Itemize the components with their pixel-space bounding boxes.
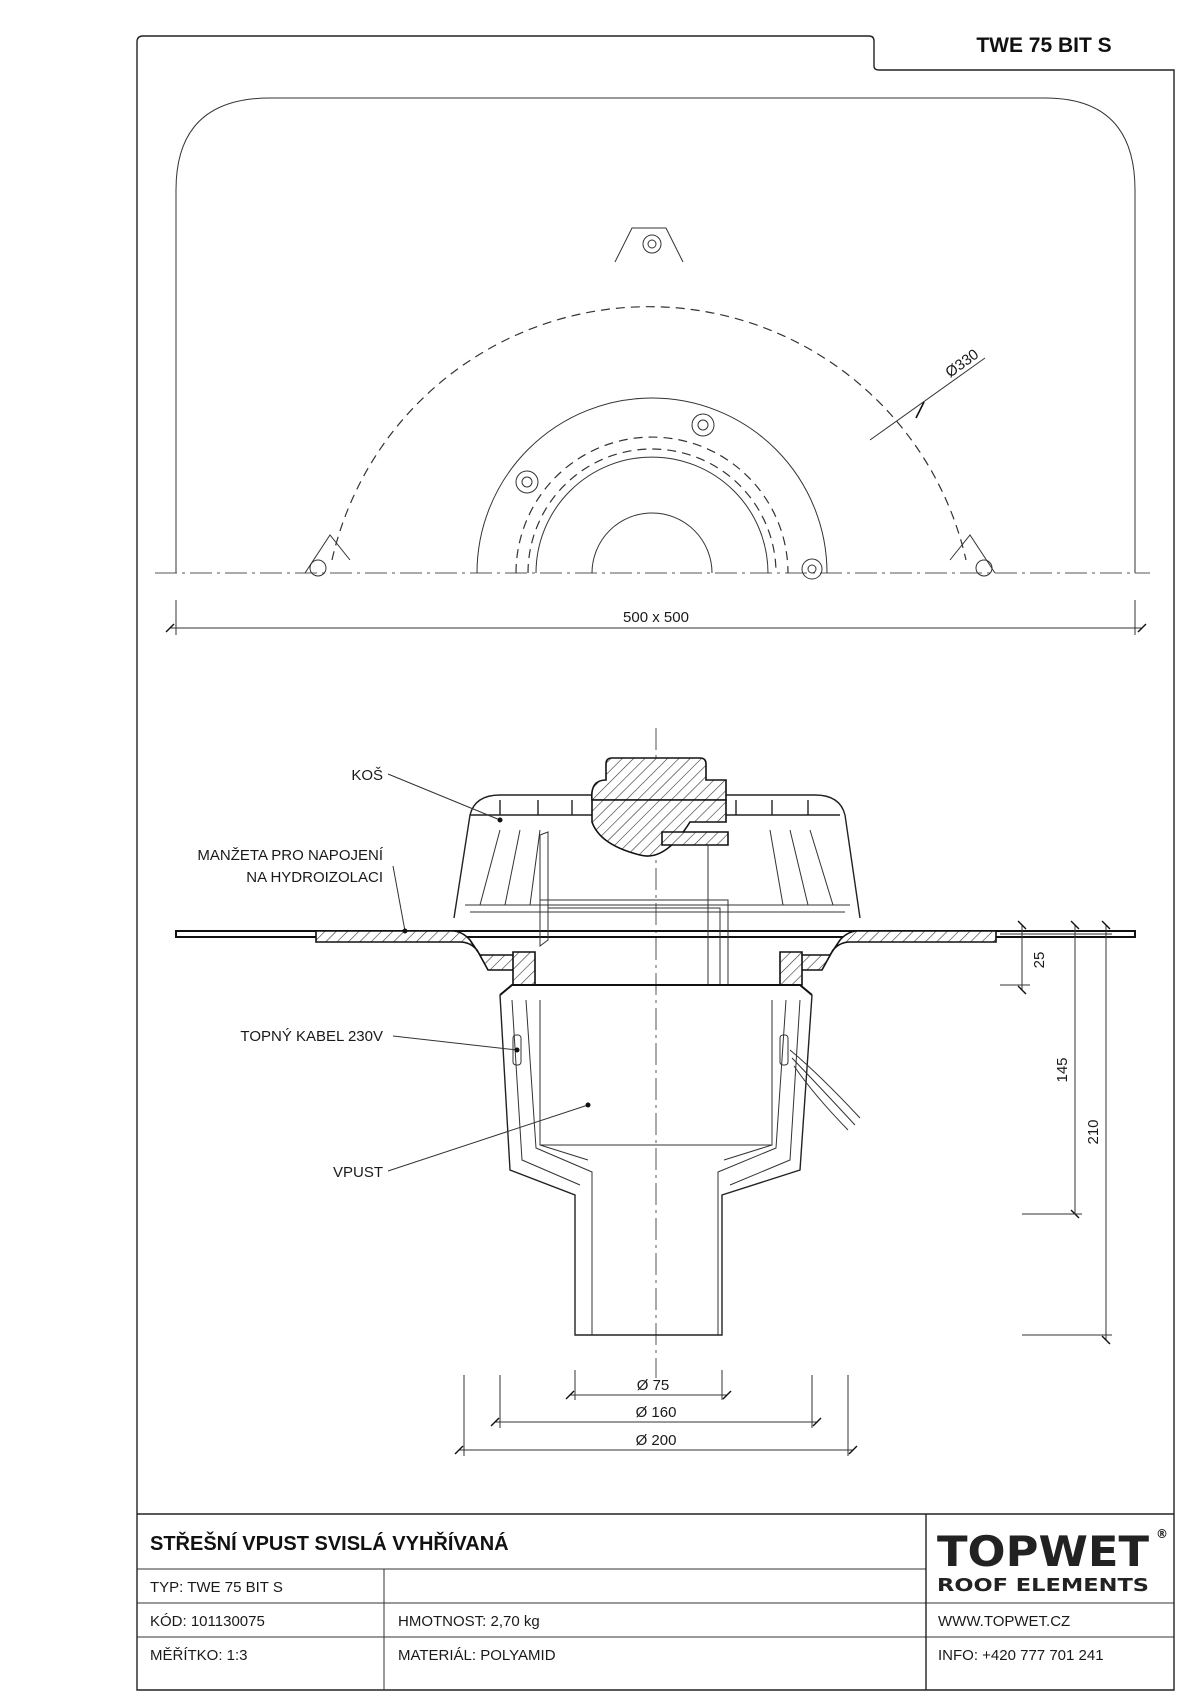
logo-wordmark: TOPWET (937, 1527, 1149, 1576)
plan-size-label: 500 x 500 (623, 609, 689, 626)
plan-view: Ø330 500 x 500 (155, 97, 1150, 635)
code-cell: KÓD: 101130075 (150, 1613, 265, 1630)
label-collar-line2: NA HYDROIZOLACI (246, 869, 383, 886)
website-cell: WWW.TOPWET.CZ (938, 1613, 1070, 1630)
dimension-h145: 145 (1054, 1057, 1071, 1082)
plan-diameter-label: Ø330 (942, 346, 982, 381)
label-outlet: VPUST (333, 1164, 383, 1181)
height-dimensions (1000, 920, 1112, 1345)
drawing-title: STŘEŠNÍ VPUST SVISLÁ VYHŘÍVANÁ (150, 1531, 509, 1555)
dimension-d200: Ø 200 (636, 1432, 677, 1449)
sheet-frame (136, 35, 1175, 1691)
diameter-dimensions (454, 1370, 858, 1456)
topwet-logo: TOPWET ® ROOF ELEMENTS (937, 1527, 1168, 1596)
dimension-h25: 25 (1031, 952, 1048, 969)
drawing-code-header: TWE 75 BIT S (976, 34, 1111, 57)
info-cell: INFO: +420 777 701 241 (938, 1647, 1104, 1664)
dimension-d160: Ø 160 (636, 1404, 677, 1421)
type-cell: TYP: TWE 75 BIT S (150, 1579, 283, 1596)
label-basket: KOŠ (351, 767, 383, 784)
weight-cell: HMOTNOST: 2,70 kg (398, 1613, 540, 1630)
title-block (137, 1513, 1174, 1690)
dimension-h210: 210 (1085, 1119, 1102, 1144)
logo-tagline: ROOF ELEMENTS (937, 1575, 1149, 1596)
logo-registered-mark: ® (1156, 1527, 1168, 1541)
leader-lines (387, 773, 591, 1172)
section-view: KOŠ MANŽETA PRO NAPOJENÍ NA HYDROIZOLACI… (175, 728, 1136, 1456)
label-collar-line1: MANŽETA PRO NAPOJENÍ (197, 847, 383, 864)
scale-cell: MĚŘÍTKO: 1:3 (150, 1647, 248, 1664)
material-cell: MATERIÁL: POLYAMID (398, 1647, 556, 1664)
dimension-d75: Ø 75 (637, 1377, 670, 1394)
label-heating-cable: TOPNÝ KABEL 230V (240, 1028, 383, 1045)
